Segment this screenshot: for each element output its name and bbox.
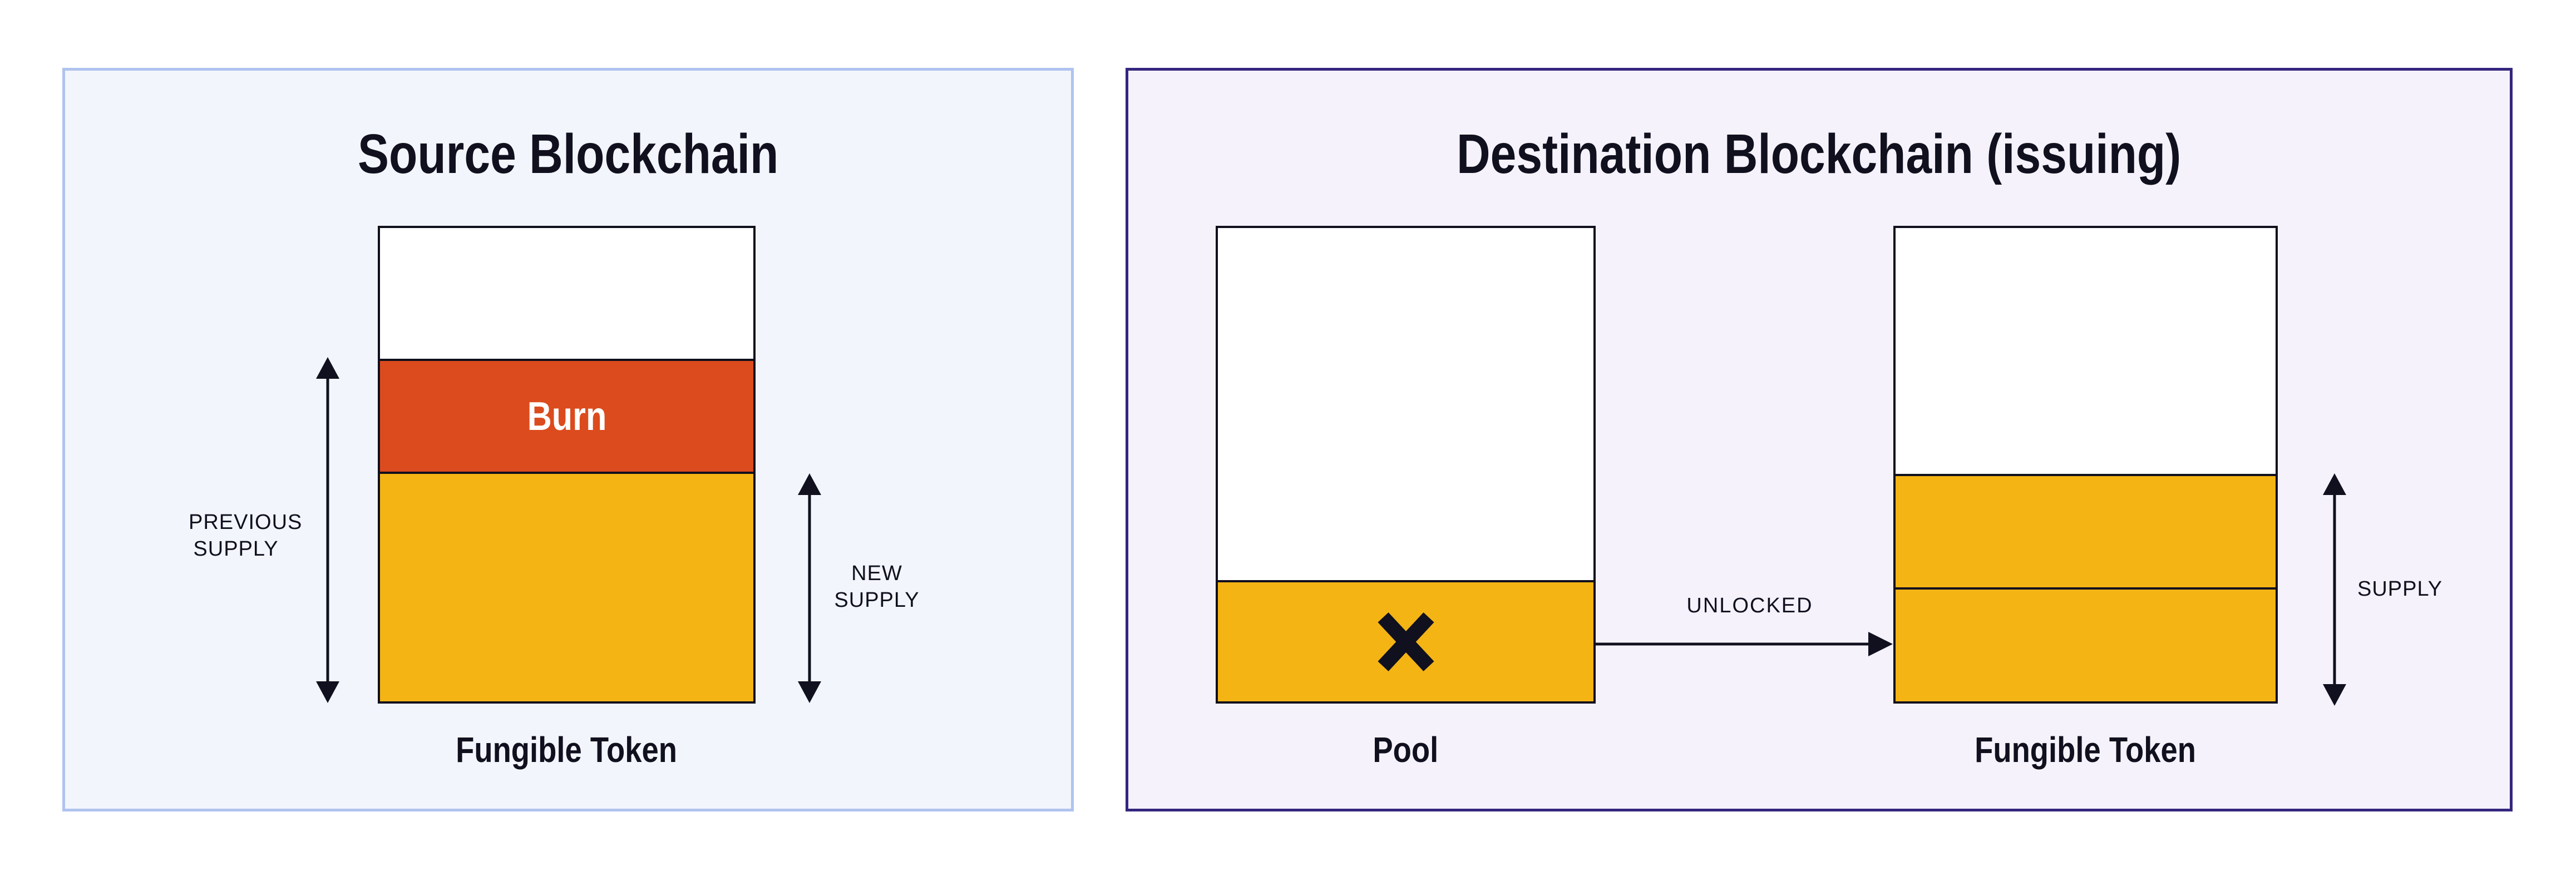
pool-x-wrap	[1218, 582, 1593, 701]
x-mark-icon	[1377, 612, 1434, 671]
source-panel-title: Source Blockchain	[65, 126, 1071, 182]
destination-bar-existing-segment	[1896, 587, 2276, 701]
destination-bar-caption-text: Fungible Token	[1975, 730, 2197, 770]
source-bar-empty-segment	[380, 228, 753, 359]
pool-bar	[1216, 226, 1596, 704]
destination-bar-unlocked-segment	[1896, 474, 2276, 587]
pool-bar-caption: Pool	[1216, 732, 1596, 768]
destination-blockchain-panel: Destination Blockchain (issuing) Pool UN…	[1126, 68, 2513, 811]
destination-bar-empty-segment	[1896, 228, 2276, 474]
unlocked-arrow	[1596, 632, 1893, 656]
new-supply-label: NEW SUPPLY	[834, 562, 920, 612]
pool-bar-empty-segment	[1218, 228, 1593, 580]
source-token-bar: Burn	[378, 226, 756, 704]
destination-token-bar	[1893, 226, 2278, 704]
supply-arrow	[2323, 473, 2346, 706]
destination-panel-title-text: Destination Blockchain (issuing)	[1457, 123, 2182, 185]
source-bar-caption: Fungible Token	[378, 732, 756, 768]
burn-segment-label: Burn	[527, 394, 606, 439]
new-supply-arrow	[798, 473, 821, 703]
pool-bar-locked-segment	[1218, 580, 1593, 701]
pool-bar-caption-text: Pool	[1373, 730, 1439, 770]
destination-panel-title: Destination Blockchain (issuing)	[1128, 126, 2510, 182]
source-blockchain-panel: Source Blockchain Burn PREVIOUS SUPPLY N…	[62, 68, 1074, 811]
source-panel-title-text: Source Blockchain	[357, 123, 779, 185]
unlocked-label: UNLOCKED	[1686, 594, 1813, 617]
previous-supply-label: PREVIOUS SUPPLY	[189, 511, 303, 561]
source-bar-burn-segment: Burn	[380, 359, 753, 472]
source-bar-caption-text: Fungible Token	[456, 730, 678, 770]
source-bar-supply-segment	[380, 472, 753, 701]
previous-supply-arrow	[316, 357, 339, 703]
destination-bar-caption: Fungible Token	[1893, 732, 2278, 768]
supply-label: SUPPLY	[2357, 577, 2443, 601]
